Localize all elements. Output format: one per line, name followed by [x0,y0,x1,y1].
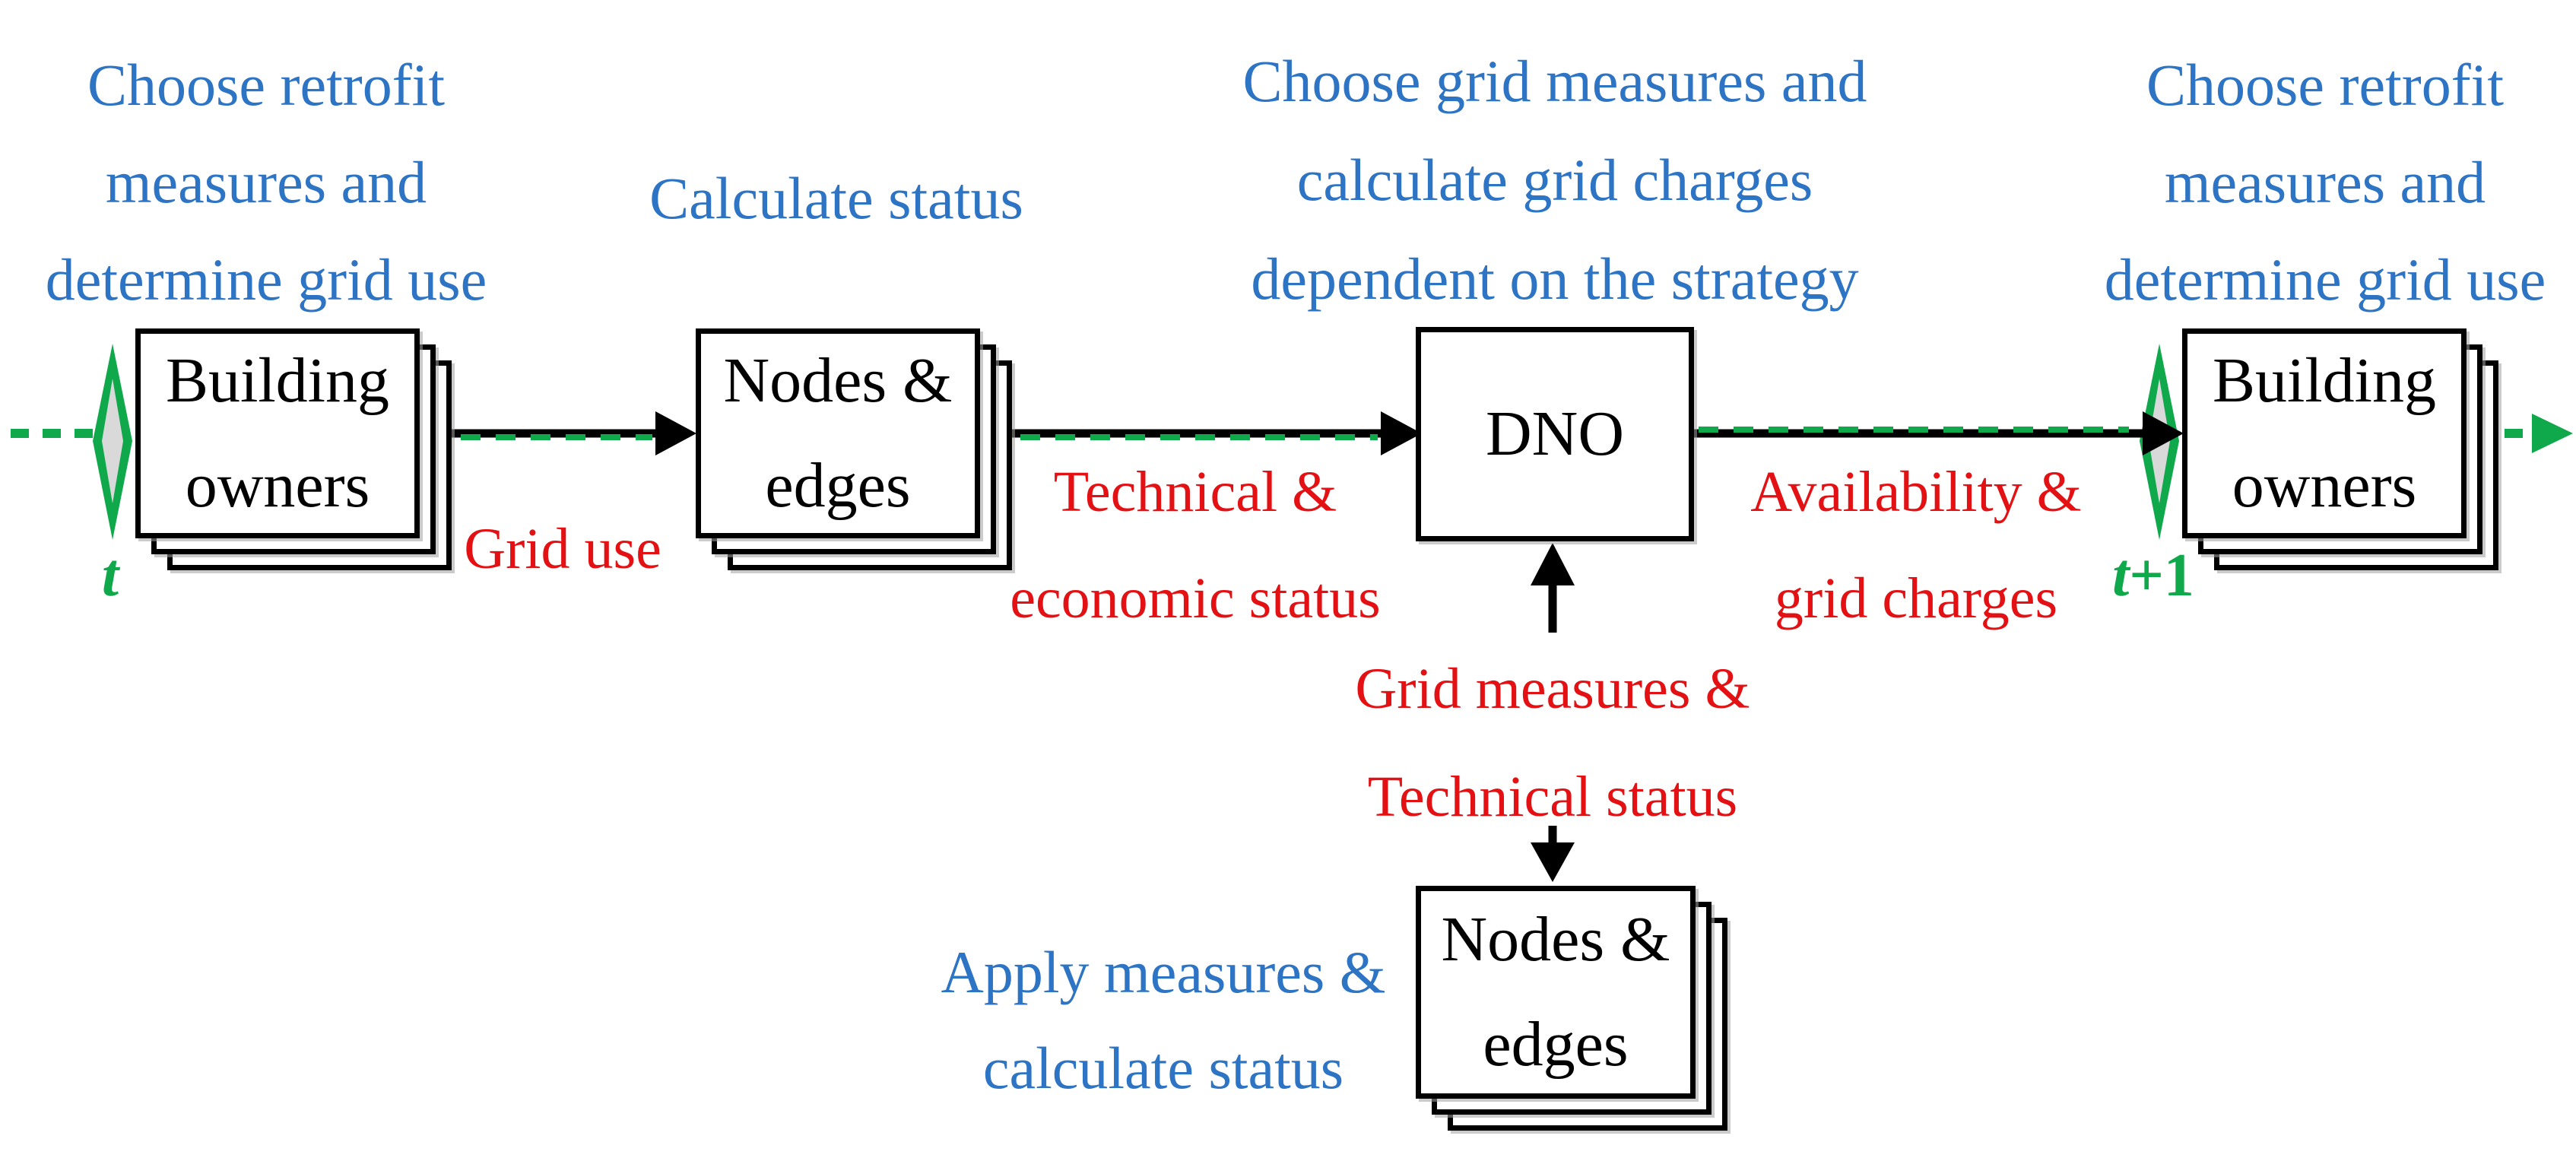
box-label-line: Nodes & [723,345,953,416]
box-label-line: DNO [1486,398,1624,469]
caption-line: dependent on the strategy [1251,246,1859,312]
time-marker-t: t [101,542,119,609]
timestep-out-arrow-head [2532,414,2573,453]
timestep-diamond-t-inner [102,379,123,503]
label-grid-measures-technical-status: Grid measures & Technical status [1309,635,1796,851]
label-line: Technical & [1053,460,1337,524]
caption-line: calculate status [982,1035,1344,1101]
box-label-line: Building [2212,345,2437,416]
box-label-line: edges [1483,1009,1629,1080]
time-marker-t-plus-1: t+1 [2112,542,2194,609]
label-line: Technical status [1367,765,1738,829]
box-dno-label: DNO [1486,382,1624,487]
box-dno: DNO [1416,327,1694,541]
box-building-owners-t-label: Building owners [135,328,420,538]
box-nodes-edges-top-label: Nodes & edges [696,328,980,538]
box-front [696,328,980,538]
caption-line: Apply measures & [941,939,1386,1005]
caption-line: Calculate status [649,165,1023,231]
box-building-owners-t1: Building owners [2182,328,2498,570]
caption-choose-retrofit-right: Choose retrofit measures and determine g… [2074,36,2576,328]
label-availability-charges: Availability & grid charges [1703,439,2129,652]
box-front [2182,328,2467,538]
caption-line: measures and [2164,149,2486,215]
box-building-owners-t1-label: Building owners [2182,328,2467,538]
caption-line: measures and [105,149,427,215]
label-line: Grid use [464,517,661,581]
box-nodes-edges-bottom-label: Nodes & edges [1416,886,1696,1099]
box-label-line: owners [2232,450,2417,521]
arrow-griduse-head [655,411,696,455]
box-label-line: edges [765,450,911,521]
box-label-line: owners [185,450,370,521]
label-grid-use: Grid use [441,496,684,602]
arrow-technicalstatus-down-head [1531,842,1575,882]
caption-line: Choose retrofit [2146,52,2505,118]
caption-line: Choose grid measures and [1242,48,1867,114]
label-line: grid charges [1774,566,2058,630]
box-label-line: Building [165,345,390,416]
arrow-availability-head [2143,411,2184,455]
label-line: Availability & [1750,460,2082,524]
caption-choose-retrofit-left: Choose retrofit measures and determine g… [15,36,517,328]
arrow-gridmeasures-up-head [1531,543,1575,585]
caption-apply-measures: Apply measures & calculate status [897,925,1429,1116]
caption-line: determine grid use [2104,246,2546,313]
caption-line: determine grid use [45,246,487,313]
label-line: economic status [1010,566,1381,630]
label-technical-economic: Technical & economic status [982,439,1408,652]
box-building-owners-t: Building owners [135,328,452,570]
box-front [1416,886,1696,1099]
caption-line: calculate grid charges [1296,147,1813,213]
arrow-status-head [1381,411,1422,455]
caption-choose-grid-measures: Choose grid measures and calculate grid … [1175,32,1935,328]
caption-calculate-status: Calculate status [608,150,1064,247]
box-label-line: Nodes & [1441,904,1670,975]
box-front [135,328,420,538]
box-nodes-edges-bottom: Nodes & edges [1416,886,1727,1131]
label-line: Grid measures & [1355,657,1750,721]
box-nodes-edges-top: Nodes & edges [696,328,1012,570]
caption-line: Choose retrofit [87,52,446,118]
